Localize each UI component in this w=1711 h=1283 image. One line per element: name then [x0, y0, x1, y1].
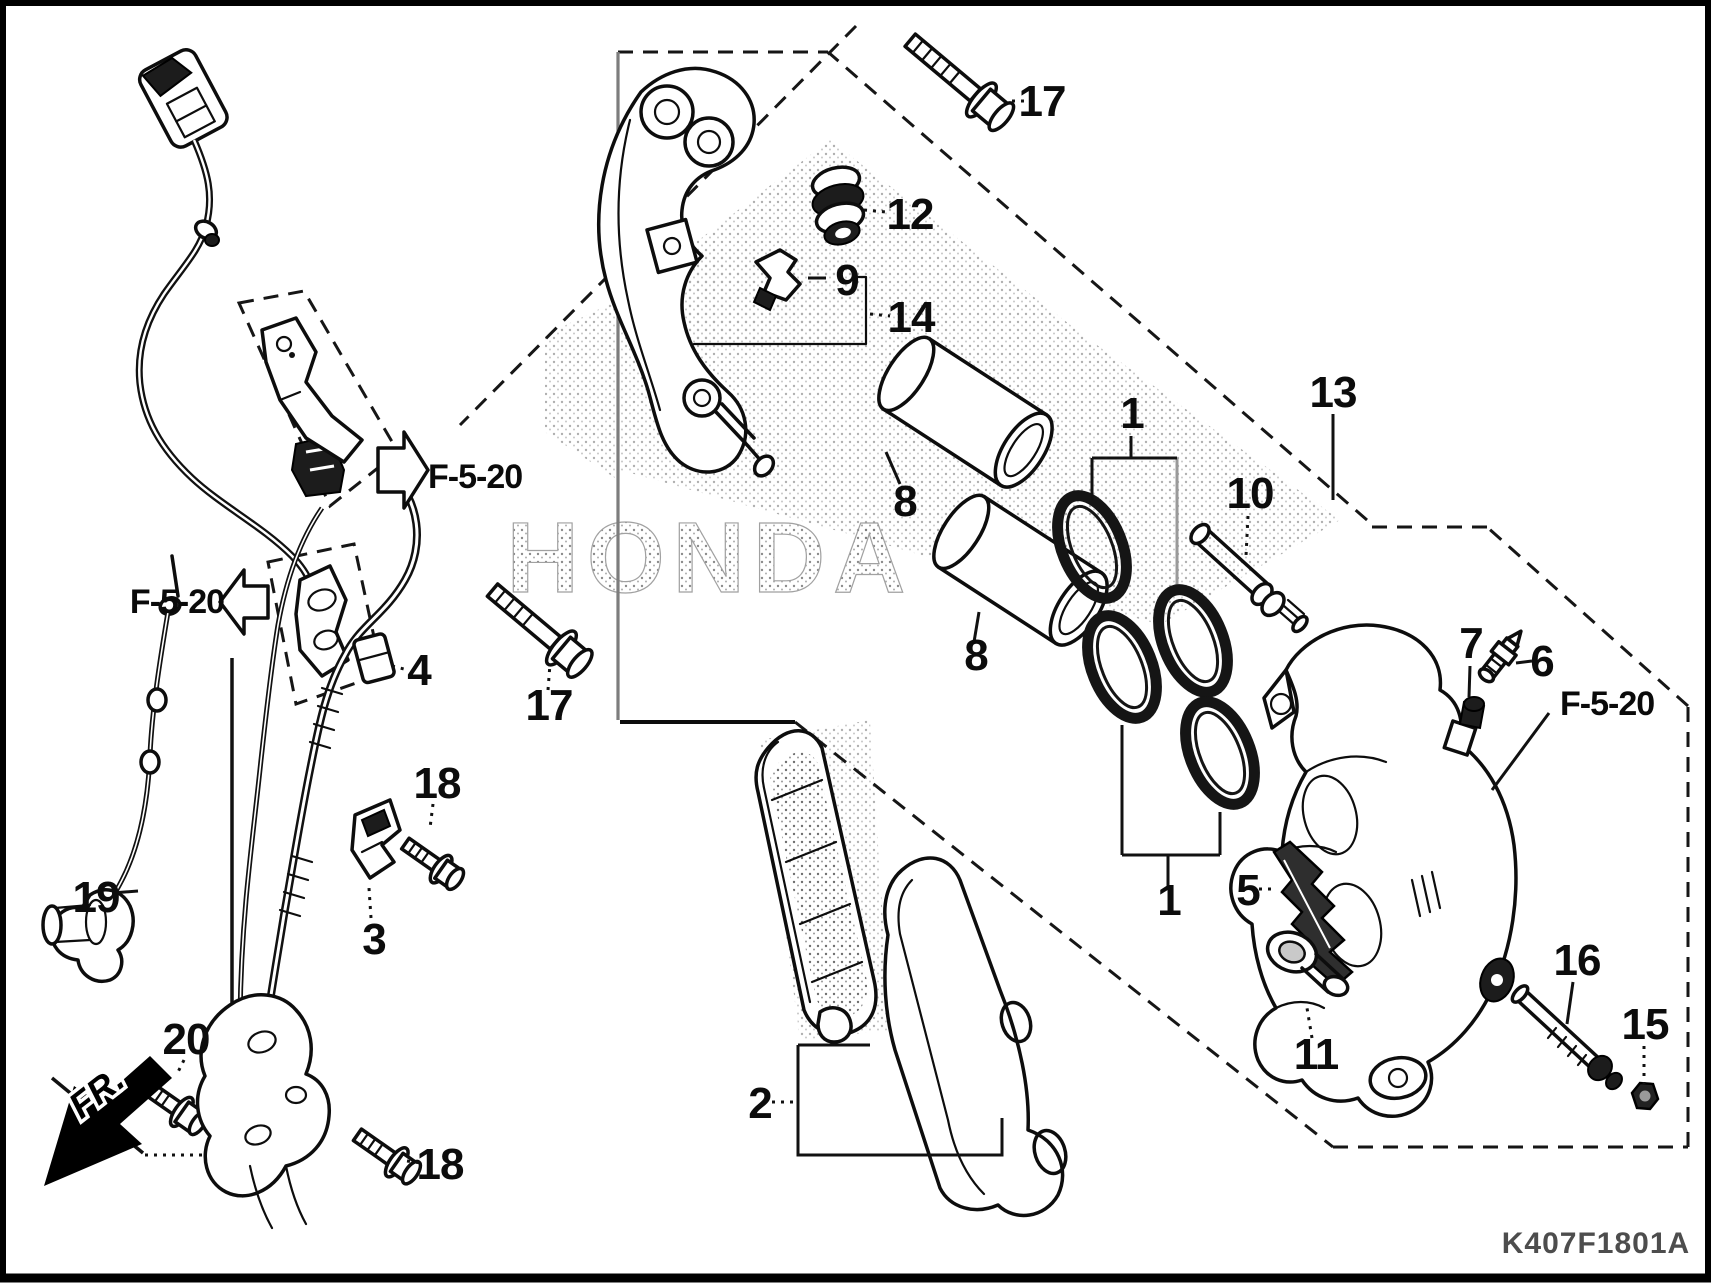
part-callout-20-22: 20 [163, 1015, 210, 1064]
pin-nut-15-drawing [1630, 1081, 1660, 1111]
part-callout-9-2: 9 [835, 256, 858, 305]
honda-watermark: HONDA [507, 502, 914, 614]
part-callout-18-21: 18 [417, 1140, 464, 1189]
part-callout-13-8: 13 [1310, 368, 1357, 417]
abs-sensor-connector-drawing [137, 48, 229, 149]
part-callout-10-7: 10 [1227, 469, 1274, 518]
mount-bolt-17-left-drawing [485, 582, 594, 679]
part-callout-4-17: 4 [407, 646, 432, 695]
fr-direction-arrow-icon [44, 1056, 172, 1186]
part-callout-1-6: 1 [1120, 389, 1144, 438]
brake-pad-friction-drawing [754, 729, 878, 1044]
pad-retainer-9-drawing [752, 248, 802, 312]
part-callout-7-9: 7 [1459, 619, 1482, 668]
part-callout-6-10: 6 [1530, 637, 1553, 686]
ref-label-layer: F-5-20F-5-20F-5-20 [130, 458, 1655, 723]
hose-clamp-4-drawing [352, 632, 396, 685]
fork-bracket-drawing [195, 993, 331, 1230]
pad-spring-5-drawing [1272, 840, 1354, 988]
ref-label-1: F-5-20 [130, 583, 224, 621]
hose-joint-drawing [294, 564, 350, 678]
part-callout-3-19: 3 [362, 915, 385, 964]
clamp-bolt-18-upper-drawing [399, 836, 466, 892]
bracket-bolt-18-bottom-drawing [351, 1127, 423, 1186]
part-callout-17-0: 17 [1019, 77, 1066, 126]
bleed-valve-6-drawing [1477, 629, 1523, 684]
part-callout-8-5: 8 [964, 631, 988, 680]
leader-lines [111, 99, 1646, 1165]
ref-arrow-right-icon [376, 430, 430, 510]
piston-8-upper-drawing [877, 335, 1054, 489]
mount-bolt-17-top-drawing [903, 32, 1016, 133]
hose-stay-bracket-drawing [260, 316, 364, 464]
ref-label-0: F-5-20 [428, 458, 522, 496]
part-callout-5-11: 5 [1236, 866, 1260, 915]
part-callout-2-16: 2 [748, 1079, 771, 1128]
part-callout-11-13: 11 [1294, 1030, 1339, 1079]
brake-pad-plate-drawing [883, 856, 1068, 1218]
caliper-body-drawing [1229, 623, 1518, 1118]
piston-8-lower-drawing [932, 493, 1109, 647]
ref-label-2: F-5-20 [1560, 685, 1654, 723]
part-callout-15-15: 15 [1622, 1000, 1669, 1049]
part-callout-19-18: 19 [73, 873, 120, 922]
stopper-bolt-11-drawing [1265, 930, 1350, 998]
bleed-cap-7-drawing [1458, 696, 1486, 730]
caliper-bracket-drawing [597, 66, 776, 478]
pin-boot-12-drawing [810, 165, 866, 246]
speed-sensor-drawing [41, 554, 182, 983]
bracket-box-14 [692, 275, 868, 346]
wire-clamp-3-drawing [350, 798, 402, 880]
part-callout-16-14: 16 [1554, 936, 1601, 985]
abs-sensor-wire-drawing [135, 138, 346, 615]
part-callout-12-1: 12 [887, 190, 934, 239]
seal-set-1-drawing [1052, 490, 1260, 810]
part-callout-8-4: 8 [893, 477, 917, 526]
ref-arrow-left-icon [218, 568, 270, 636]
part-callout-1-12: 1 [1157, 876, 1181, 925]
part-callout-18-20: 18 [414, 759, 461, 808]
part-callout-17-23: 17 [526, 681, 573, 730]
part-callout-14-3: 14 [888, 293, 936, 342]
pad-pin-10-drawing [1189, 522, 1309, 634]
hanger-pin-16-drawing [1510, 984, 1623, 1091]
fiche-code: K407F1801A [1502, 1227, 1690, 1260]
